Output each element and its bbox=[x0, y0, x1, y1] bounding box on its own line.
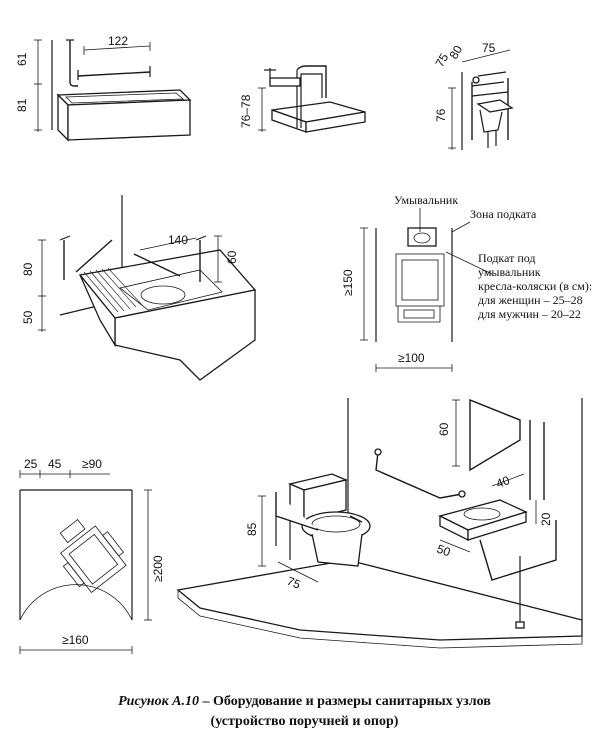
washbasin bbox=[407, 227, 437, 247]
washbasin-plan-panel: ≥150 ≥100 Умывальник Зона подката Подкат… bbox=[341, 193, 592, 372]
dim-40: 40 bbox=[494, 473, 512, 491]
label-roll-under-zone: Зона подката bbox=[470, 207, 537, 221]
dim-76: 76 bbox=[434, 108, 448, 122]
dim-85: 85 bbox=[245, 522, 259, 536]
chair-seat bbox=[476, 99, 514, 113]
caption-title: Оборудование и размеры санитарных узлов bbox=[213, 694, 491, 709]
dim-50: 50 bbox=[21, 310, 35, 324]
dim-76-78: 76–78 bbox=[239, 94, 253, 128]
vertical-grab-bar bbox=[69, 40, 78, 87]
dim-75-a: 75 bbox=[432, 51, 451, 70]
wall-grab-bar-diagonal bbox=[75, 239, 113, 273]
wall-handrail bbox=[375, 451, 463, 499]
note-line-4: для женщин – 25–28 bbox=[478, 293, 583, 307]
dim-45: 45 bbox=[48, 457, 62, 471]
wheelchair-plan bbox=[59, 518, 127, 594]
floor-slab bbox=[176, 559, 583, 641]
bathtub-handrail-panel: 61 81 122 bbox=[15, 34, 192, 142]
dim-ge90: ≥90 bbox=[82, 457, 102, 471]
washbasin-rail-front bbox=[479, 520, 557, 581]
bath-seat-slats bbox=[83, 267, 143, 313]
note-line-3: кресла-коляски (в см): bbox=[478, 279, 592, 293]
toilet-washbasin-iso-panel: 85 75 60 40 50 20 bbox=[176, 398, 583, 649]
turning-circle bbox=[19, 584, 133, 621]
dim-122: 122 bbox=[108, 34, 128, 48]
dim-140: 140 bbox=[168, 233, 188, 247]
bathtub-front bbox=[67, 99, 191, 141]
shower-tray-panel: 76–78 bbox=[239, 65, 366, 133]
figure-caption-line-2: (устройство поручней и опор) bbox=[0, 714, 609, 730]
note-line-5: для мужчин – 20–22 bbox=[478, 307, 581, 321]
note-line-2: умывальник bbox=[478, 265, 541, 279]
dim-25: 25 bbox=[24, 457, 38, 471]
dim-ge100: ≥100 bbox=[398, 351, 425, 365]
dim-75: 75 bbox=[285, 574, 303, 592]
dim-80: 80 bbox=[446, 43, 465, 62]
tub-grab-bar bbox=[133, 253, 181, 277]
dim-20: 20 bbox=[539, 512, 553, 526]
dim-60: 60 bbox=[225, 250, 239, 264]
horizontal-grab-bar bbox=[77, 71, 151, 77]
dim-ge160: ≥160 bbox=[62, 633, 89, 647]
caption-dash: – bbox=[199, 694, 214, 709]
shower-seat bbox=[269, 77, 301, 87]
caption-subtitle: (устройство поручней и опор) bbox=[210, 714, 399, 729]
dim-75-b: 75 bbox=[482, 41, 496, 55]
toilet-turning-plan-panel: 25 45 ≥90 ≥200 ≥160 bbox=[19, 457, 165, 654]
wheelchair-zone bbox=[395, 253, 445, 307]
bathtub-seat-panel: 80 50 140 60 bbox=[21, 195, 257, 381]
dim-80: 80 bbox=[21, 262, 35, 276]
dim-60: 60 bbox=[437, 422, 451, 436]
note-line-1: Подкат под bbox=[478, 251, 536, 265]
dim-ge200: ≥200 bbox=[151, 555, 165, 582]
dim-50: 50 bbox=[435, 542, 453, 560]
chair-handrail-panel: 76 75 80 75 bbox=[432, 41, 514, 150]
figure-number: Рисунок А.10 bbox=[118, 694, 200, 709]
label-washbasin: Умывальник bbox=[394, 193, 458, 207]
figure-caption-line-1: Рисунок А.10 – Оборудование и размеры са… bbox=[0, 694, 609, 710]
dim-61: 61 bbox=[15, 52, 29, 66]
dim-81: 81 bbox=[15, 98, 29, 112]
dim-ge150: ≥150 bbox=[341, 269, 355, 296]
toilet-grab-bar-right bbox=[349, 515, 363, 523]
